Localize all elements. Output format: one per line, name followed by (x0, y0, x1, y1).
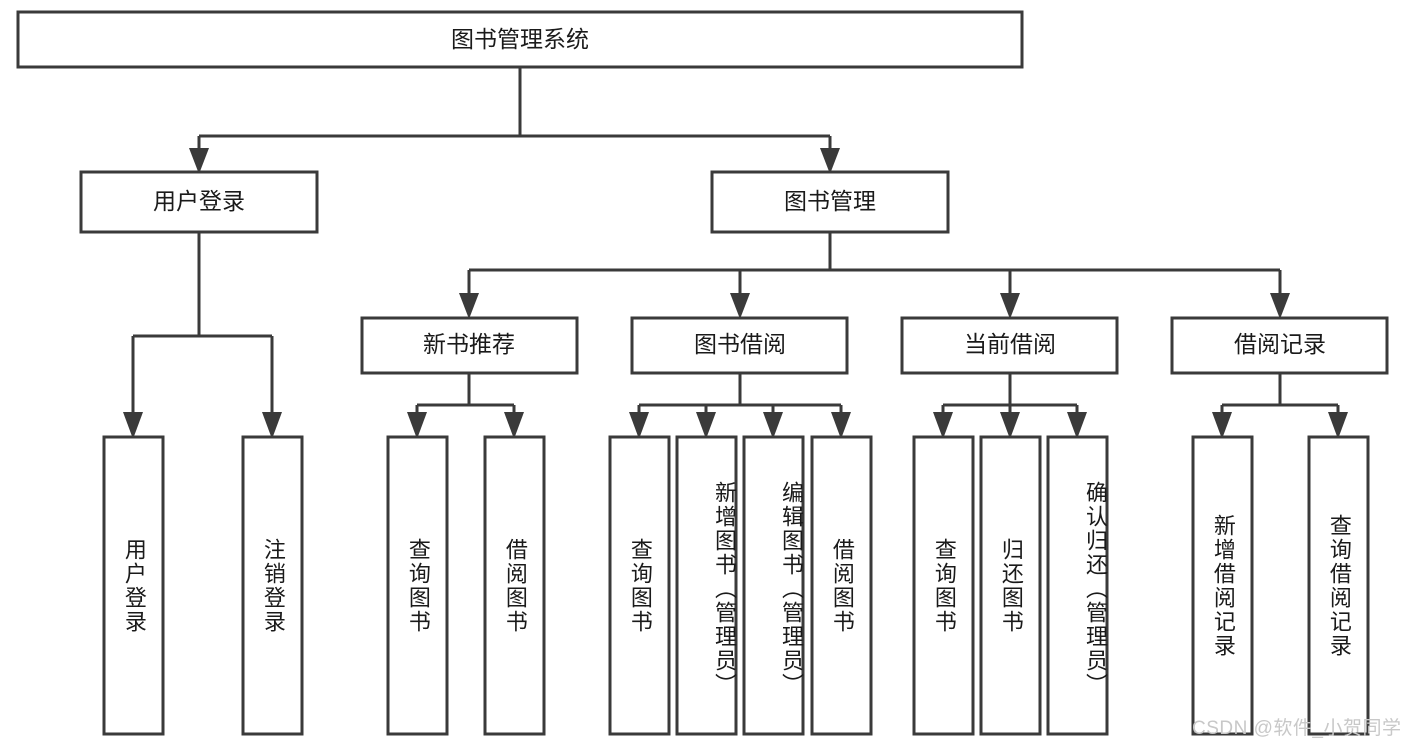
node-new-book-recommend[interactable] (360, 316, 579, 375)
node-user-login-label: 用户登录 (153, 188, 245, 214)
node-leaf-confirm-return[interactable] (1046, 435, 1109, 736)
csdn-watermark: CSDN @软件_小贺同学 (1192, 718, 1402, 739)
node-user-login[interactable] (79, 170, 319, 234)
arrowhead-leaf-borrow-book-2 (831, 412, 851, 439)
node-book-borrow[interactable] (630, 316, 849, 375)
arrowhead-book-borrow (730, 293, 750, 319)
node-leaf-query-book-1[interactable] (386, 435, 449, 736)
node-book-management-label: 图书管理 (784, 188, 876, 214)
arrowhead-leaf-return-book (1000, 412, 1020, 439)
node-new-book-recommend-label: 新书推荐 (423, 331, 515, 357)
node-leaf-add-book[interactable] (675, 435, 738, 736)
arrowhead-book-management (820, 148, 840, 174)
node-borrow-record[interactable] (1170, 316, 1389, 375)
node-leaf-query-book-3[interactable] (912, 435, 975, 736)
node-leaf-return-book[interactable] (979, 435, 1042, 736)
node-layer: 图书管理系统 用户登录 图书管理 新书推荐 图书借阅 当前借阅 借阅记录 (16, 10, 1389, 736)
arrowhead-leaf-query-book-3 (933, 412, 953, 439)
node-leaf-edit-book[interactable] (742, 435, 805, 736)
node-leaf-add-record[interactable] (1191, 435, 1254, 736)
node-root[interactable] (16, 10, 1024, 69)
arrowhead-current-borrow (1000, 293, 1020, 319)
arrowhead-layer (123, 148, 1348, 439)
node-leaf-borrow-book-1[interactable] (483, 435, 546, 736)
arrowhead-leaf-query-book-2 (629, 412, 649, 439)
arrowhead-leaf-confirm-return (1067, 412, 1087, 439)
arrowhead-user-login (189, 148, 209, 174)
arrowhead-leaf-query-book-1 (407, 412, 427, 439)
arrowhead-leaf-user-login (123, 412, 143, 439)
arrowhead-leaf-add-record (1212, 412, 1232, 439)
node-leaf-user-login[interactable] (102, 435, 165, 736)
node-leaf-query-book-2[interactable] (608, 435, 671, 736)
arrowhead-leaf-query-record (1328, 412, 1348, 439)
node-book-management[interactable] (710, 170, 950, 234)
node-root-label: 图书管理系统 (451, 26, 589, 52)
node-borrow-record-label: 借阅记录 (1234, 331, 1326, 357)
node-book-borrow-label: 图书借阅 (694, 331, 786, 357)
node-leaf-query-record[interactable] (1307, 435, 1370, 736)
node-leaf-logout[interactable] (241, 435, 304, 736)
arrowhead-leaf-borrow-book-1 (504, 412, 524, 439)
arrowhead-leaf-logout (262, 412, 282, 439)
node-leaf-borrow-book-2[interactable] (810, 435, 873, 736)
arrowhead-leaf-edit-book (763, 412, 783, 439)
arrowhead-new-book-recommend (459, 293, 479, 319)
arrowhead-borrow-record (1270, 293, 1290, 319)
node-current-borrow-label: 当前借阅 (964, 331, 1056, 357)
node-current-borrow[interactable] (900, 316, 1119, 375)
arrowhead-leaf-add-book (696, 412, 716, 439)
